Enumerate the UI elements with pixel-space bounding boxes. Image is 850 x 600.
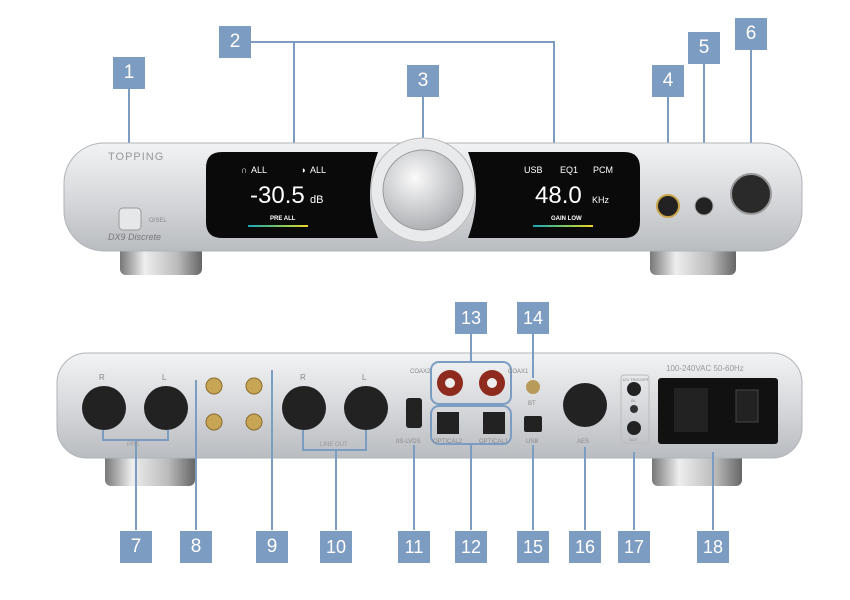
- pre-label: PRE: [127, 442, 139, 448]
- rca-line-l[interactable]: [245, 377, 263, 395]
- power-rating: 100-240VAC 50-60Hz: [666, 364, 744, 373]
- label-l: L: [162, 373, 167, 382]
- callout-lines-rear: [102, 334, 714, 530]
- callout-14: 14: [517, 302, 549, 334]
- front-foot-right: [650, 245, 736, 275]
- xlr-headphone-jack[interactable]: [730, 173, 772, 215]
- line-out-label: LINE OUT: [320, 442, 348, 448]
- callout-9: 9: [256, 531, 288, 563]
- xlr-line-l[interactable]: [344, 386, 388, 430]
- right-display: [468, 152, 640, 238]
- headphone-jack-6-35[interactable]: [656, 194, 680, 218]
- output-mode: PRE ALL: [270, 216, 296, 222]
- headphone-jack-4-4[interactable]: [694, 196, 714, 216]
- label-r: R: [300, 373, 306, 382]
- callout-6: 6: [735, 18, 767, 50]
- callout-5: 5: [688, 32, 720, 64]
- eq-indicator: EQ1: [560, 165, 578, 175]
- brand-logo: TOPPING: [108, 151, 164, 163]
- callout-7: 7: [120, 531, 152, 563]
- trigger-label: 12V TRIGGER: [622, 377, 648, 382]
- xlr-pre-l[interactable]: [144, 386, 188, 430]
- label-l: L: [362, 373, 367, 382]
- rca-pre-l[interactable]: [205, 377, 223, 395]
- bt-antenna-connector[interactable]: [526, 380, 540, 394]
- callout-4: 4: [652, 65, 684, 97]
- input-indicator: USB: [524, 165, 543, 175]
- xlr-pre-r[interactable]: [82, 386, 126, 430]
- volume-knob[interactable]: [382, 149, 464, 231]
- speaker-output: ALL: [310, 165, 326, 175]
- power-switch[interactable]: [735, 389, 759, 423]
- volume-unit: dB: [310, 194, 323, 206]
- callout-1: 1: [113, 57, 145, 89]
- rear-foot-left: [105, 452, 195, 486]
- optical1-label: OPTICAL1: [479, 439, 509, 445]
- gain-indicator: GAIN LOW: [551, 216, 582, 222]
- callout-15: 15: [517, 531, 549, 563]
- gain-meter: [533, 225, 593, 227]
- pre-xlr-outputs: [82, 386, 388, 430]
- callout-2: 2: [219, 26, 251, 58]
- rear-foot-right: [652, 452, 742, 486]
- optical2-input[interactable]: [437, 412, 459, 434]
- volume-value: -30.5: [250, 182, 305, 209]
- iis-lvds-port[interactable]: [406, 398, 422, 428]
- rear-panel: [56, 352, 803, 459]
- input-select-button[interactable]: [118, 207, 142, 231]
- label-r: R: [99, 373, 105, 382]
- left-display: [206, 152, 378, 238]
- rca-pre-r[interactable]: [205, 413, 223, 431]
- usb-input[interactable]: [524, 416, 542, 432]
- callout-13: 13: [455, 302, 487, 334]
- headphone-output: ALL: [251, 165, 267, 175]
- callout-18: 18: [697, 531, 729, 563]
- callout-10: 10: [320, 531, 352, 563]
- speaker-icon: ◗: [301, 165, 306, 175]
- callout-3: 3: [407, 65, 439, 97]
- trigger-out-jack[interactable]: [627, 421, 641, 435]
- callout-11: 11: [398, 531, 430, 563]
- rca-line-r[interactable]: [245, 413, 263, 431]
- optical2-label: OPTICAL2: [433, 439, 463, 445]
- model-name: DX9 Discrete: [108, 232, 161, 242]
- callout-12: 12: [455, 531, 487, 563]
- aes-label: AES: [577, 439, 589, 445]
- coax2-label: COAX2: [410, 369, 431, 375]
- callout-17: 17: [618, 531, 650, 563]
- headphone-icon: ∩: [241, 165, 247, 175]
- callout-16: 16: [569, 531, 601, 563]
- optical1-input[interactable]: [483, 412, 505, 434]
- rate-unit: KHz: [592, 195, 610, 205]
- level-meter: [248, 225, 308, 227]
- iis-label: IIS-LVDS: [396, 439, 421, 445]
- usb-label: USB: [526, 439, 538, 445]
- trigger-out-label: OUT: [629, 437, 638, 442]
- aes-input[interactable]: [563, 383, 607, 427]
- iec-socket[interactable]: [674, 388, 708, 432]
- coax1-label: COAX1: [508, 369, 529, 375]
- trigger-in-label: IN: [631, 398, 635, 403]
- front-foot-left: [120, 245, 202, 275]
- callout-8: 8: [180, 531, 212, 563]
- sample-rate: 48.0: [535, 182, 582, 209]
- button-label: O/SEL: [149, 218, 167, 224]
- format-indicator: PCM: [593, 165, 613, 175]
- xlr-line-r[interactable]: [282, 386, 326, 430]
- trigger-in-jack[interactable]: [627, 382, 641, 396]
- bt-label: BT: [528, 401, 536, 407]
